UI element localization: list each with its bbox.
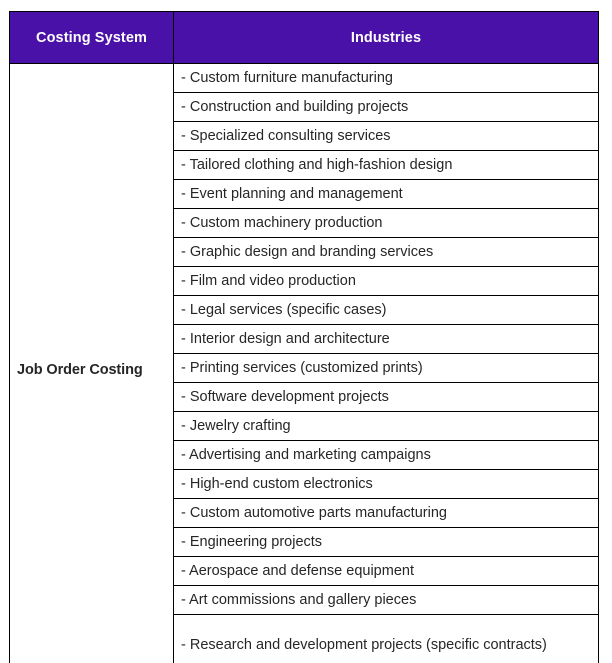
- cell-industry: - Interior design and architecture: [173, 324, 599, 354]
- cell-industry: - Legal services (specific cases): [173, 295, 599, 325]
- table-row: - High-end custom electronics: [10, 469, 599, 499]
- table-row: Job Order Costing - Custom furniture man…: [9, 63, 599, 663]
- table-row: - Printing services (customized prints): [10, 353, 599, 383]
- cell-industry: - Graphic design and branding services: [173, 237, 599, 267]
- cell-industry: - Tailored clothing and high-fashion des…: [173, 150, 599, 180]
- table-row: - Film and video production: [10, 266, 599, 296]
- table-row: - Advertising and marketing campaigns: [10, 440, 599, 470]
- column-header-costing-system: Costing System: [9, 11, 174, 64]
- table-body: Job Order Costing - Custom furniture man…: [9, 63, 599, 663]
- column-header-industries: Industries: [173, 11, 599, 64]
- table-row: - Custom automotive parts manufacturing: [10, 498, 599, 528]
- table-row: - Aerospace and defense equipment: [10, 556, 599, 586]
- table-row: - Interior design and architecture: [10, 324, 599, 354]
- cell-industry: - Custom furniture manufacturing: [173, 63, 599, 93]
- table-row: - Specialized consulting services: [10, 121, 599, 151]
- cell-industry: - Aerospace and defense equipment: [173, 556, 599, 586]
- table-row: - Construction and building projects: [10, 92, 599, 122]
- cell-industry: - Advertising and marketing campaigns: [173, 440, 599, 470]
- table-row: - Graphic design and branding services: [10, 237, 599, 267]
- cell-industry: - Engineering projects: [173, 527, 599, 557]
- table-row: - Event planning and management: [10, 179, 599, 209]
- table-row: - Jewelry crafting: [10, 411, 599, 441]
- cell-industry: - Jewelry crafting: [173, 411, 599, 441]
- cell-industry: - Custom automotive parts manufacturing: [173, 498, 599, 528]
- table-row: - Engineering projects: [10, 527, 599, 557]
- cell-costing-system-job-order: Job Order Costing: [9, 63, 174, 663]
- table-row: - Research and development projects (spe…: [10, 614, 599, 663]
- cell-industry: - Art commissions and gallery pieces: [173, 585, 599, 615]
- header-row: Costing System Industries: [9, 11, 599, 64]
- cell-industry: - Software development projects: [173, 382, 599, 412]
- cell-industry: - Film and video production: [173, 266, 599, 296]
- costing-system-table: Costing System Industries Job Order Cost…: [9, 11, 599, 663]
- cell-industry: - Printing services (customized prints): [173, 353, 599, 383]
- cell-industry: - Specialized consulting services: [173, 121, 599, 151]
- cell-industry: - Event planning and management: [173, 179, 599, 209]
- table-row: - Legal services (specific cases): [10, 295, 599, 325]
- table-header: Costing System Industries: [9, 11, 599, 64]
- cell-industry: - High-end custom electronics: [173, 469, 599, 499]
- cell-industry: - Research and development projects (spe…: [173, 614, 599, 663]
- cell-industry: - Construction and building projects: [173, 92, 599, 122]
- table-row: - Software development projects: [10, 382, 599, 412]
- table-row: - Custom machinery production: [10, 208, 599, 238]
- cell-industry: - Custom machinery production: [173, 208, 599, 238]
